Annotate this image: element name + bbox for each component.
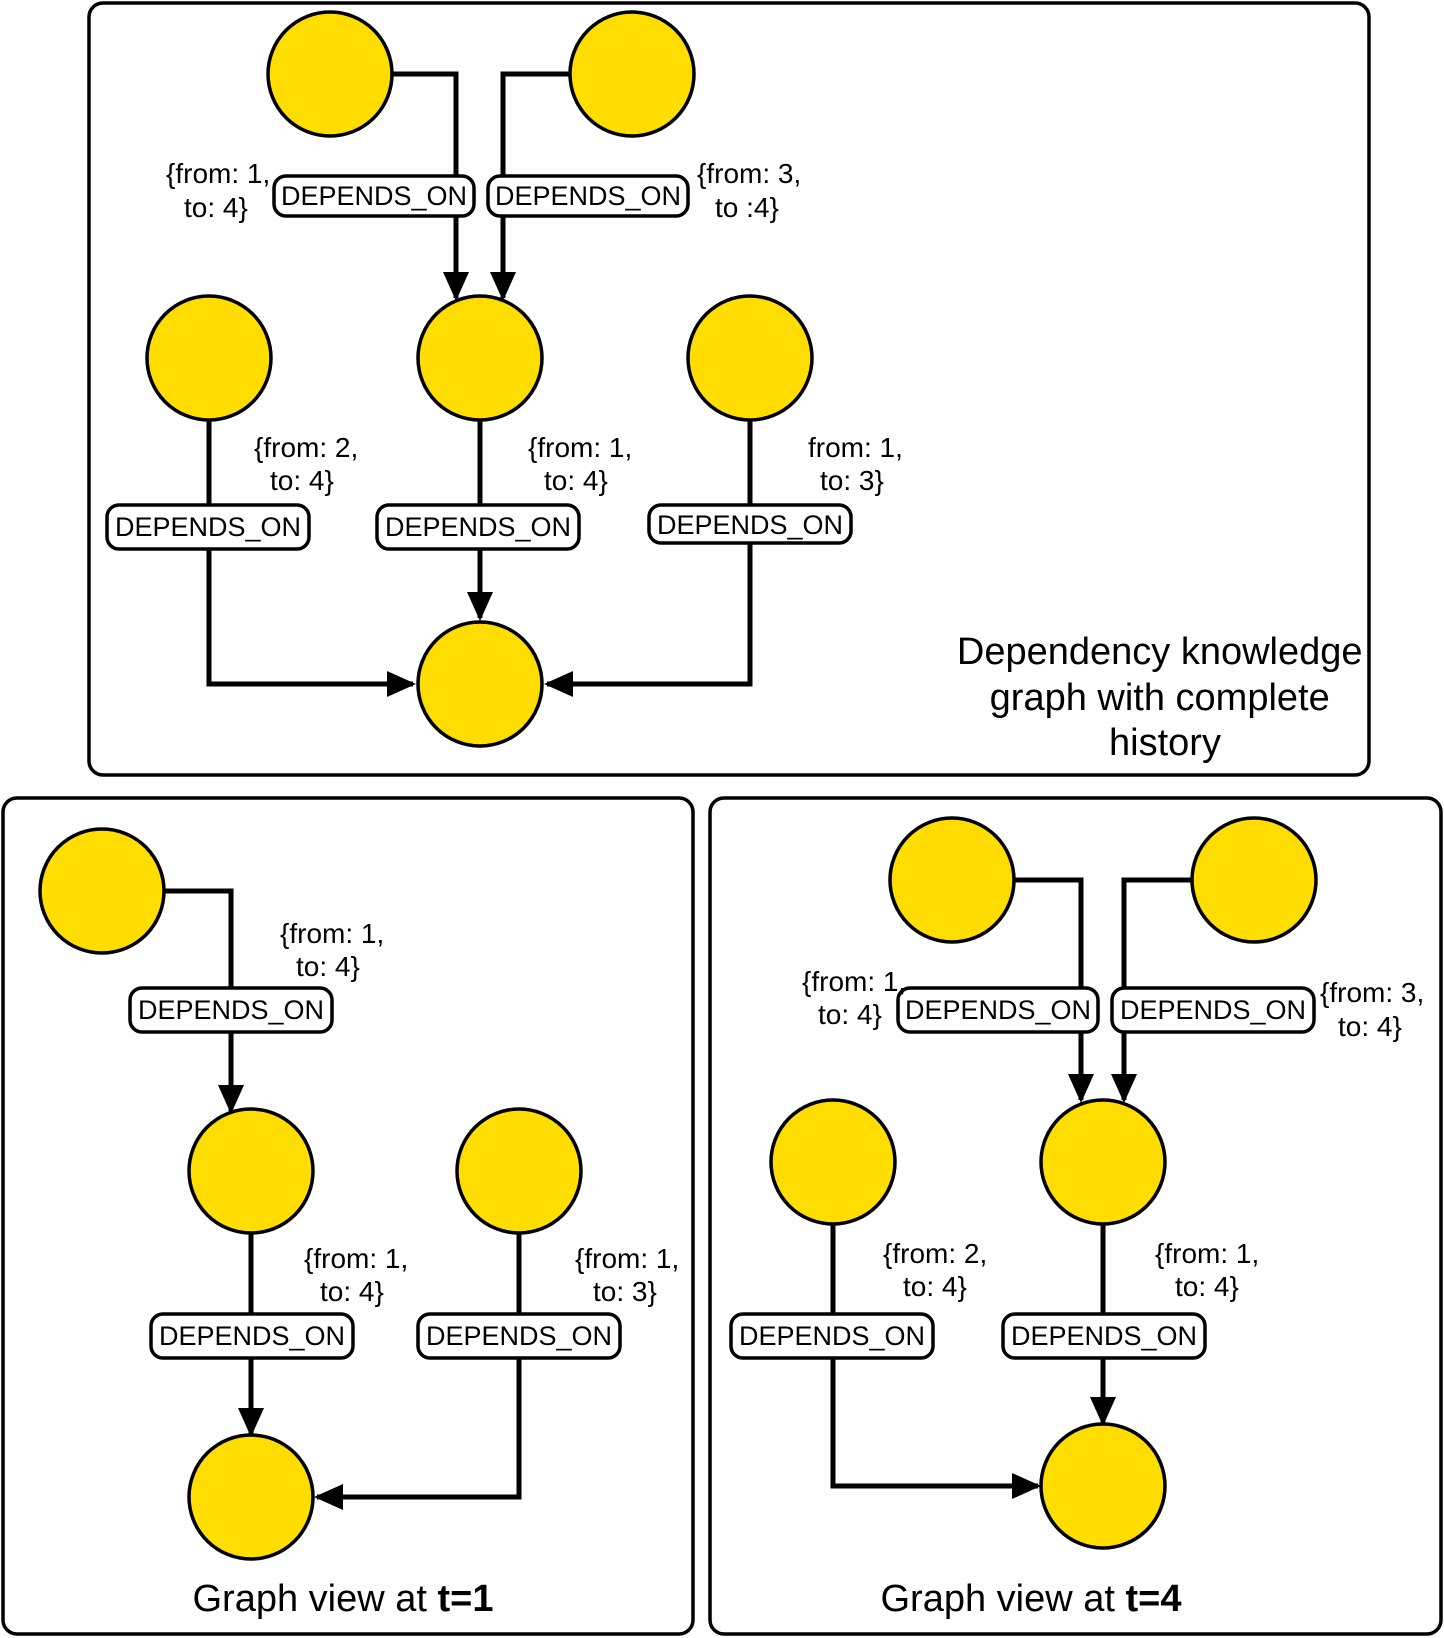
arrowhead — [544, 671, 573, 697]
arrowhead — [443, 272, 469, 301]
panel-caption: Dependency knowledge graph with complete… — [957, 631, 1373, 764]
arrowhead — [314, 1484, 343, 1510]
arrowhead — [1068, 1074, 1094, 1103]
relationship-label: DEPENDS_ON — [486, 174, 690, 218]
arrowhead — [218, 1085, 244, 1114]
edge-properties: {from: 1, to: 4} — [280, 918, 392, 982]
svg-text:DEPENDS_ON: DEPENDS_ON — [1120, 995, 1306, 1025]
node — [416, 294, 544, 422]
edge-properties: {from: 1, to: 4} — [802, 966, 914, 1030]
node — [769, 1098, 897, 1226]
panel-view-t1: DEPENDS_ON DEPENDS_ON DEPENDS_ON {from: … — [1, 796, 695, 1636]
edge-properties: {from: 1, to: 4} — [304, 1243, 416, 1307]
panel-caption: Graph view at t=1 — [193, 1578, 494, 1620]
node — [1039, 1098, 1167, 1226]
panel-caption: Graph view at t=4 — [881, 1578, 1182, 1620]
node — [455, 1107, 583, 1235]
edge-properties: {from: 2, to: 4} — [254, 432, 366, 496]
edge-properties: from: 1, to: 3} — [808, 432, 911, 496]
edge — [163, 888, 234, 1111]
relationship-label: DEPENDS_ON — [105, 503, 311, 551]
svg-text:DEPENDS_ON: DEPENDS_ON — [426, 1321, 612, 1351]
arrowhead — [238, 1408, 264, 1437]
edge — [830, 1224, 1038, 1489]
relationship-label: DEPENDS_ON — [1110, 986, 1316, 1034]
svg-text:DEPENDS_ON: DEPENDS_ON — [159, 1321, 345, 1351]
relationship-label: DEPENDS_ON — [647, 503, 853, 545]
svg-text:DEPENDS_ON: DEPENDS_ON — [739, 1321, 925, 1351]
node — [187, 1107, 315, 1235]
edge-properties: {from: 1, to: 4} — [166, 158, 278, 223]
edge-properties: {from: 1, to: 3} — [575, 1243, 687, 1307]
edge-properties: {from: 2, to: 4} — [883, 1238, 995, 1302]
relationship-label: DEPENDS_ON — [1001, 1312, 1207, 1360]
arrowhead — [467, 592, 493, 621]
arrowhead — [1111, 1074, 1137, 1103]
node — [38, 827, 166, 955]
arrowhead — [1090, 1397, 1116, 1426]
edge-properties: {from: 3, to: 4} — [1320, 977, 1432, 1042]
panel-complete-history: DEPENDS_ON DEPENDS_ON DEPENDS_ON DEPENDS… — [87, 1, 1373, 777]
svg-text:DEPENDS_ON: DEPENDS_ON — [1011, 1321, 1197, 1351]
node — [568, 10, 696, 138]
node — [1190, 816, 1318, 944]
relationship-label: DEPENDS_ON — [272, 174, 476, 218]
edge-properties: {from: 1, to: 4} — [528, 432, 640, 496]
relationship-label: DEPENDS_ON — [149, 1312, 355, 1360]
svg-text:DEPENDS_ON: DEPENDS_ON — [905, 995, 1091, 1025]
arrowhead — [490, 272, 516, 301]
svg-text:DEPENDS_ON: DEPENDS_ON — [657, 510, 843, 540]
svg-text:DEPENDS_ON: DEPENDS_ON — [138, 995, 324, 1025]
edge-properties: {from: 3, to :4} — [697, 158, 809, 223]
arrowhead — [387, 671, 416, 697]
svg-text:DEPENDS_ON: DEPENDS_ON — [385, 512, 571, 542]
node — [266, 10, 394, 138]
relationship-label: DEPENDS_ON — [896, 986, 1100, 1034]
edge — [500, 71, 571, 298]
edge — [392, 71, 459, 298]
node — [187, 1433, 315, 1561]
node — [1039, 1422, 1167, 1550]
relationship-label: DEPENDS_ON — [416, 1312, 622, 1360]
svg-text:DEPENDS_ON: DEPENDS_ON — [281, 181, 467, 211]
panel-view-t4: DEPENDS_ON DEPENDS_ON DEPENDS_ON DEPENDS… — [708, 796, 1443, 1636]
arrowhead — [1012, 1473, 1041, 1499]
relationship-label: DEPENDS_ON — [729, 1312, 935, 1360]
svg-text:DEPENDS_ON: DEPENDS_ON — [495, 181, 681, 211]
node — [888, 816, 1016, 944]
edge-properties: {from: 1, to: 4} — [1155, 1238, 1267, 1302]
node — [145, 294, 273, 422]
relationship-label: DEPENDS_ON — [375, 503, 581, 551]
svg-text:DEPENDS_ON: DEPENDS_ON — [115, 512, 301, 542]
relationship-label: DEPENDS_ON — [128, 986, 334, 1034]
node — [686, 294, 814, 422]
node — [416, 620, 544, 748]
